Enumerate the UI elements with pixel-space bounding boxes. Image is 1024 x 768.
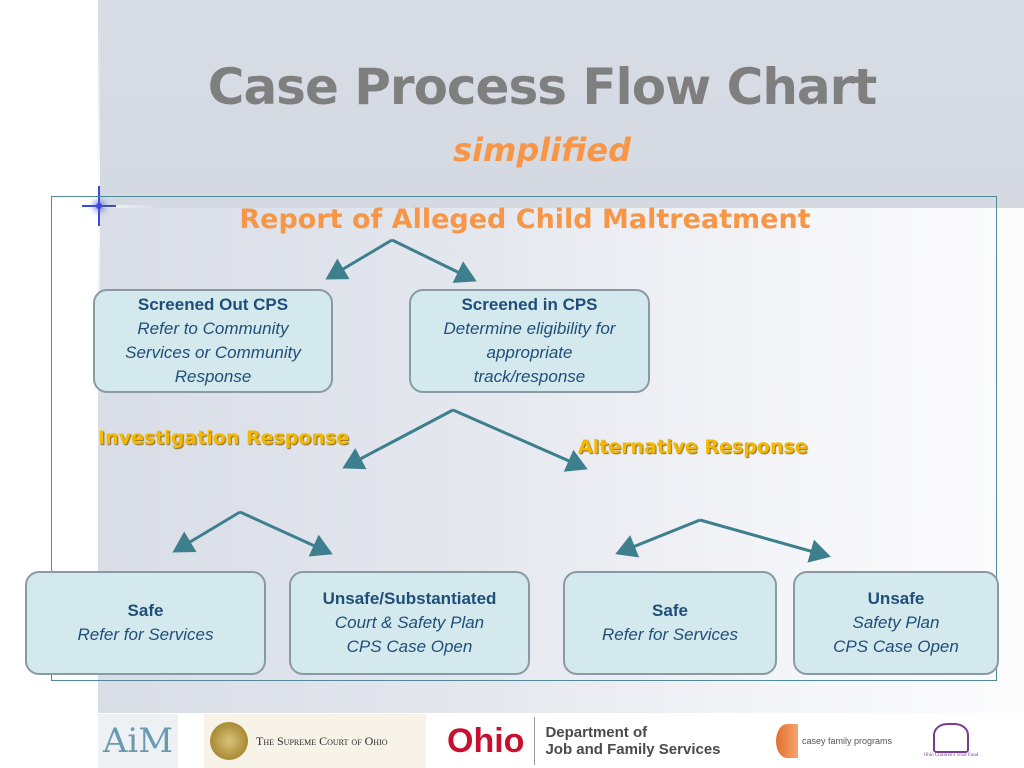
odjfs-logo: Ohio Department of Job and Family Servic…	[443, 714, 761, 768]
box-title: Screened in CPS	[461, 295, 598, 314]
box-investigation-safe: Safe Refer for Services	[25, 571, 266, 675]
sparkle-horizontal-glow	[0, 205, 160, 208]
arrow-to-investigation	[342, 408, 454, 470]
arrow-to-inv-safe	[172, 510, 241, 553]
box-line: Response	[174, 367, 252, 386]
arrow-to-alternative	[452, 408, 588, 472]
box-screened-out: Screened Out CPS Refer to Community Serv…	[93, 289, 333, 393]
investigation-response-label: Investigation Response	[98, 427, 350, 449]
box-line: CPS Case Open	[346, 637, 473, 656]
box-investigation-unsafe: Unsafe/Substantiated Court & Safety Plan…	[289, 571, 530, 675]
box-line: Refer for Services	[601, 625, 739, 644]
arrow-to-screened-in	[391, 238, 477, 283]
title-band	[0, 0, 1024, 208]
sparkle-star-icon	[96, 203, 102, 209]
odjfs-divider	[534, 717, 536, 765]
childrens-trust-fund-logo: Ohio Children's Trust Fund	[916, 714, 986, 768]
odjfs-line: Department of	[545, 724, 648, 741]
arrow-to-alt-unsafe	[699, 518, 831, 563]
box-line: appropriate	[486, 343, 573, 362]
box-line: Refer for Services	[77, 625, 214, 644]
alternative-response-label: Alternative Response	[578, 436, 808, 458]
casey-text: casey family programs	[802, 736, 893, 746]
box-line: Refer to Community	[137, 319, 289, 338]
aim-logo-text: AiM	[102, 721, 174, 761]
casey-logo: casey family programs	[776, 714, 904, 768]
aim-logo: AiM	[98, 714, 178, 768]
box-alternative-safe: Safe Refer for Services	[563, 571, 777, 675]
box-title: Safe	[652, 601, 688, 620]
ctf-text: Ohio Children's Trust Fund	[923, 753, 979, 758]
arrow-to-screened-out	[325, 238, 393, 280]
court-seal-icon	[210, 722, 248, 760]
supreme-court-logo: The Supreme Court of Ohio	[204, 714, 426, 768]
casey-swoosh-icon	[776, 724, 798, 758]
box-screened-in: Screened in CPS Determine eligibility fo…	[409, 289, 650, 393]
box-title: Safe	[127, 601, 164, 620]
flowchart-frame	[51, 196, 997, 681]
partner-logo-strip: AiM The Supreme Court of Ohio Ohio Depar…	[98, 714, 1024, 768]
arrow-to-alt-safe	[615, 518, 701, 558]
slide-subtitle: simplified	[453, 131, 631, 169]
box-alternative-unsafe: Unsafe Safety Plan CPS Case Open	[793, 571, 999, 675]
odjfs-line: Job and Family Services	[545, 741, 721, 758]
box-line: Safety Plan	[852, 613, 940, 632]
box-line: Services or Community	[125, 343, 301, 362]
supreme-court-text: The Supreme Court of Ohio	[256, 733, 388, 748]
slide-title: Case Process Flow Chart	[207, 58, 877, 116]
arrow-to-inv-unsafe	[239, 510, 333, 557]
child-figures-icon	[933, 723, 969, 753]
box-title: Unsafe	[867, 589, 925, 608]
root-node-label: Report of Alleged Child Maltreatment	[239, 204, 811, 235]
odjfs-name: Department of Job and Family Services	[545, 724, 720, 758]
box-line: CPS Case Open	[833, 637, 959, 656]
box-line: Court & Safety Plan	[334, 613, 485, 632]
box-title: Screened Out CPS	[137, 295, 289, 314]
box-title: Unsafe/Substantiated	[322, 589, 497, 608]
ohio-wordmark: Ohio	[447, 721, 525, 760]
box-line: track/response	[473, 367, 586, 386]
box-line: Determine eligibility for	[443, 319, 616, 338]
